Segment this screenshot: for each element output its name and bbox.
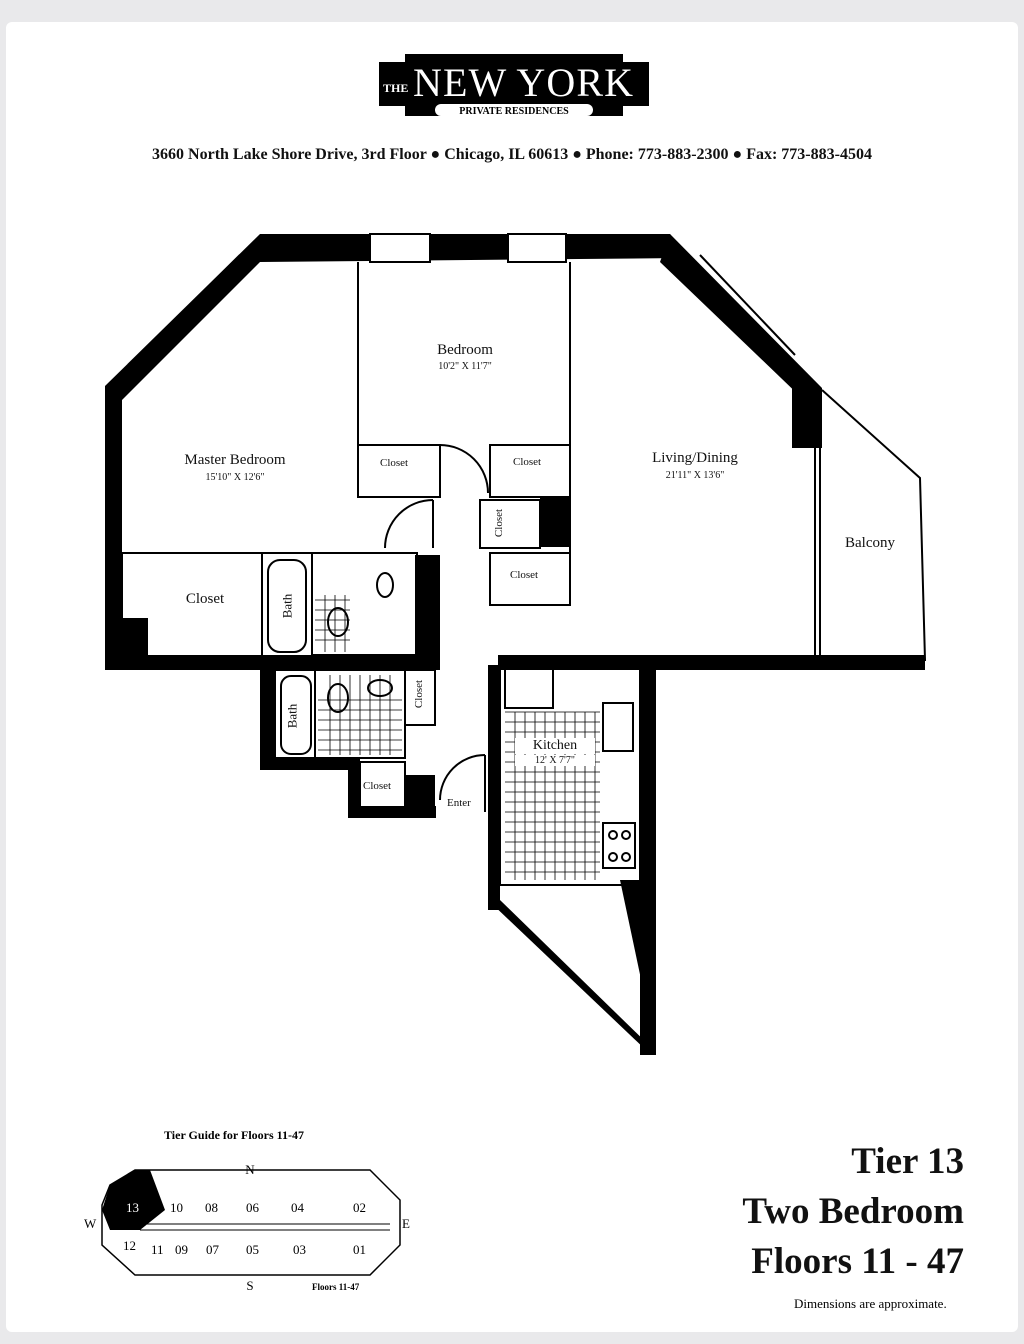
room-bedroom-label: Bedroom <box>437 342 493 358</box>
room-balcony-label: Balcony <box>845 535 895 551</box>
bath-label: Bath <box>279 593 295 619</box>
interior-lines <box>121 233 927 886</box>
unit-07: 07 <box>206 1242 220 1257</box>
logo: THE NEW YORK PRIVATE RESIDENCES <box>379 54 649 117</box>
unit-08: 08 <box>205 1200 218 1215</box>
bath-label: Bath <box>284 703 300 729</box>
closet-label: Closet <box>363 780 392 792</box>
unit-type: Two Bedroom <box>742 1191 964 1232</box>
room-living-label: Living/Dining <box>652 450 738 466</box>
east-label: E <box>402 1216 410 1231</box>
closet-label: Closet <box>493 508 506 538</box>
closet-label: Closet <box>513 456 542 468</box>
unit-02: 02 <box>353 1200 366 1215</box>
unit-09: 09 <box>175 1242 188 1257</box>
tier-13-highlight <box>102 1170 165 1230</box>
dimensions-note: Dimensions are approximate. <box>794 1296 947 1311</box>
closet-label: Closet <box>510 569 539 581</box>
closet-label: Closet <box>413 679 426 709</box>
room-master-label: Master Bedroom <box>184 452 286 468</box>
tile-grid <box>315 595 600 880</box>
unit-01: 01 <box>353 1242 366 1257</box>
north-label: N <box>245 1162 255 1177</box>
tier-guide-caption: Floors 11-47 <box>312 1282 360 1292</box>
unit-05: 05 <box>246 1242 259 1257</box>
logo-tagline: PRIVATE RESIDENCES <box>459 106 569 117</box>
room-kitchen-label: Kitchen <box>515 738 595 754</box>
room-living-dim: 21'11" X 13'6" <box>665 470 725 481</box>
logo-name: NEW YORK <box>413 60 633 105</box>
enter-label[interactable]: Enter <box>447 797 471 809</box>
room-kitchen-dim: 12' X 7'7" <box>515 755 595 766</box>
tier-title: Tier 13 <box>851 1141 964 1182</box>
unit-04: 04 <box>291 1200 305 1215</box>
tier-guide-map: N S W E 13 10 08 06 04 02 12 11 09 07 05… <box>84 1162 410 1293</box>
room-bedroom-dim: 10'2" X 11'7" <box>438 361 492 372</box>
unit-10: 10 <box>170 1200 183 1215</box>
logo-the: THE <box>383 81 408 95</box>
unit-12: 12 <box>123 1238 136 1253</box>
tier-guide-title: Tier Guide for Floors 11-47 <box>164 1128 304 1142</box>
closet-label: Closet <box>380 457 409 469</box>
unit-03: 03 <box>293 1242 306 1257</box>
west-label: W <box>84 1216 97 1231</box>
unit-11: 11 <box>151 1242 164 1257</box>
unit-13: 13 <box>126 1200 139 1215</box>
room-closet-label: Closet <box>185 591 225 607</box>
room-master-dim: 15'10" X 12'6" <box>205 472 265 483</box>
unit-06: 06 <box>246 1200 260 1215</box>
floors-range: Floors 11 - 47 <box>751 1241 964 1282</box>
south-label: S <box>246 1278 253 1293</box>
address-line: 3660 North Lake Shore Drive, 3rd Floor ●… <box>152 146 872 163</box>
